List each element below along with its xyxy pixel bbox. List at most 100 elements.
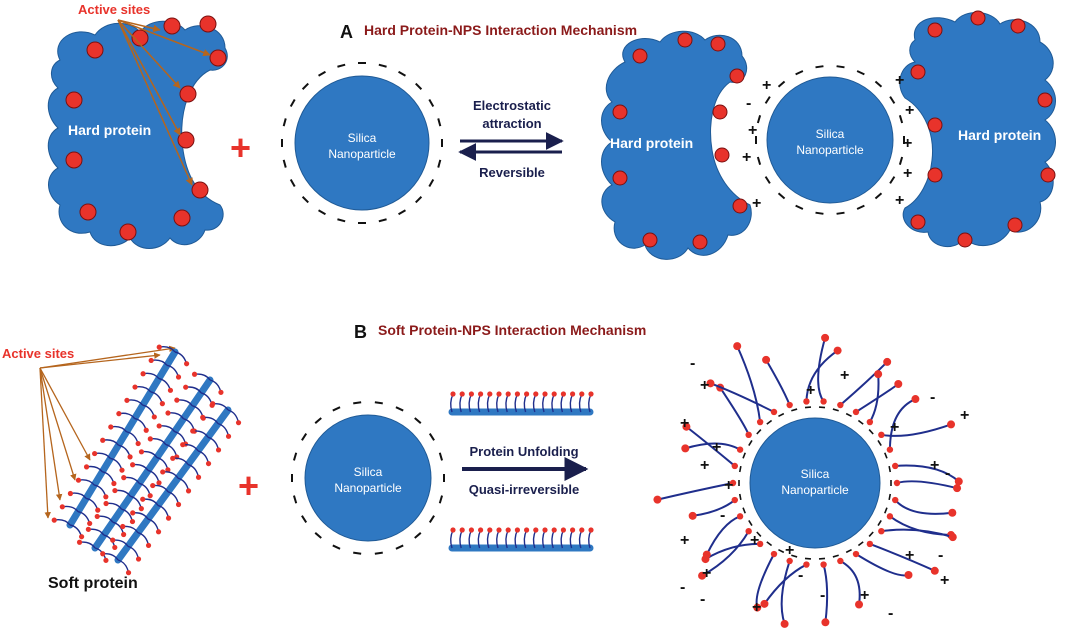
negative-charge-mark	[437, 118, 442, 127]
complex-protein-left-label: Hard protein	[610, 135, 693, 151]
bound-chain	[710, 382, 775, 413]
negative-charge-mark	[374, 551, 383, 555]
active-site	[112, 544, 118, 551]
negative-charge-mark	[756, 531, 762, 537]
plus-sign-a: +	[230, 127, 251, 168]
active-site	[100, 437, 106, 443]
svg-text:-: -	[746, 95, 751, 112]
active-site	[112, 487, 118, 494]
active-sites-pointers-b	[39, 345, 176, 519]
negative-charge-mark	[438, 452, 444, 461]
active-site	[579, 527, 585, 533]
active-site	[588, 391, 594, 397]
active-site	[175, 374, 182, 380]
silica-nanoparticle-b	[304, 414, 432, 542]
bound-chain	[881, 528, 954, 539]
active-site	[866, 418, 874, 426]
charge-sign: -	[700, 591, 705, 608]
active-site	[953, 484, 962, 493]
active-site	[878, 431, 885, 439]
charge-sign: +	[960, 407, 969, 424]
active-site	[505, 527, 511, 533]
np-label-b-line2: Nanoparticle	[334, 481, 402, 495]
negative-charge-mark	[337, 218, 346, 223]
negative-charge-mark	[395, 406, 404, 412]
negative-charge-mark	[856, 70, 865, 76]
active-site	[855, 600, 864, 609]
charge-sign: +	[860, 587, 869, 604]
arrow-label-attraction: attraction	[482, 116, 541, 131]
bound-chain	[855, 553, 909, 577]
complex-np-a-line1: Silica	[816, 127, 845, 141]
negative-charge-mark	[318, 70, 326, 77]
negative-charge-mark	[777, 80, 786, 88]
active-site	[138, 506, 144, 512]
np-label-a-line2: Nanoparticle	[328, 147, 396, 161]
svg-text:+: +	[905, 102, 914, 119]
active-site	[948, 508, 957, 517]
bound-chain	[868, 374, 880, 423]
bound-chain	[701, 530, 750, 577]
charge-sign: +	[712, 439, 721, 456]
active-site	[579, 391, 585, 397]
active-site	[218, 389, 224, 395]
negative-charge-mark	[857, 419, 864, 425]
active-site	[682, 422, 691, 431]
bound-chain	[839, 560, 861, 605]
active-site	[478, 527, 484, 533]
active-site	[756, 418, 764, 426]
np-label-b-line1: Silica	[354, 465, 383, 479]
active-site	[468, 391, 474, 397]
bound-chain	[889, 515, 952, 537]
active-site	[75, 477, 82, 483]
negative-charge-mark	[874, 80, 883, 88]
negative-charge-mark	[877, 440, 882, 446]
active-site	[108, 424, 114, 430]
active-site	[560, 527, 567, 533]
protein-backbone	[66, 348, 179, 529]
active-site	[821, 618, 830, 627]
active-site	[100, 551, 106, 557]
negative-charge-mark	[282, 159, 287, 168]
active-site	[235, 420, 242, 426]
active-site	[200, 414, 206, 421]
active-site	[165, 467, 171, 473]
positive-charges-complex-a: +- ++ + ++ +++	[742, 72, 914, 212]
bound-chain	[894, 499, 953, 515]
active-site	[533, 391, 539, 397]
active-site	[94, 513, 100, 520]
active-site	[121, 531, 127, 538]
negative-charge-mark	[332, 406, 341, 412]
active-site	[195, 474, 202, 480]
active-site	[85, 526, 91, 532]
active-site	[892, 496, 899, 504]
active-site	[59, 504, 65, 510]
soft-protein-complex: ++++++++++++++++++----------	[653, 333, 969, 628]
negative-charge-mark	[874, 192, 883, 200]
negative-charge-mark	[836, 211, 845, 215]
negative-charge-mark	[395, 544, 404, 550]
negative-charge-mark	[818, 406, 826, 409]
active-site	[111, 480, 117, 487]
svg-text:+: +	[895, 192, 904, 209]
active-site	[505, 391, 511, 397]
panel-a-title: Hard Protein-NPS Interaction Mechanism	[364, 22, 637, 38]
svg-text:+: +	[903, 135, 912, 152]
active-site	[487, 391, 493, 397]
active-site	[883, 357, 892, 366]
svg-text:+: +	[762, 77, 771, 94]
charge-sign: +	[905, 547, 914, 564]
complex-np-b-line2: Nanoparticle	[781, 483, 849, 497]
arrow-label-electrostatic: Electrostatic	[473, 98, 551, 113]
negative-charge-mark	[301, 82, 309, 90]
active-site	[954, 477, 963, 486]
active-site	[820, 561, 827, 568]
active-site	[904, 570, 913, 579]
negative-charge-mark	[318, 209, 326, 216]
active-site	[803, 398, 810, 405]
negative-charge-mark	[337, 63, 346, 68]
negative-charge-mark	[884, 507, 888, 514]
active-site	[736, 513, 744, 520]
charge-sign: +	[840, 367, 849, 384]
